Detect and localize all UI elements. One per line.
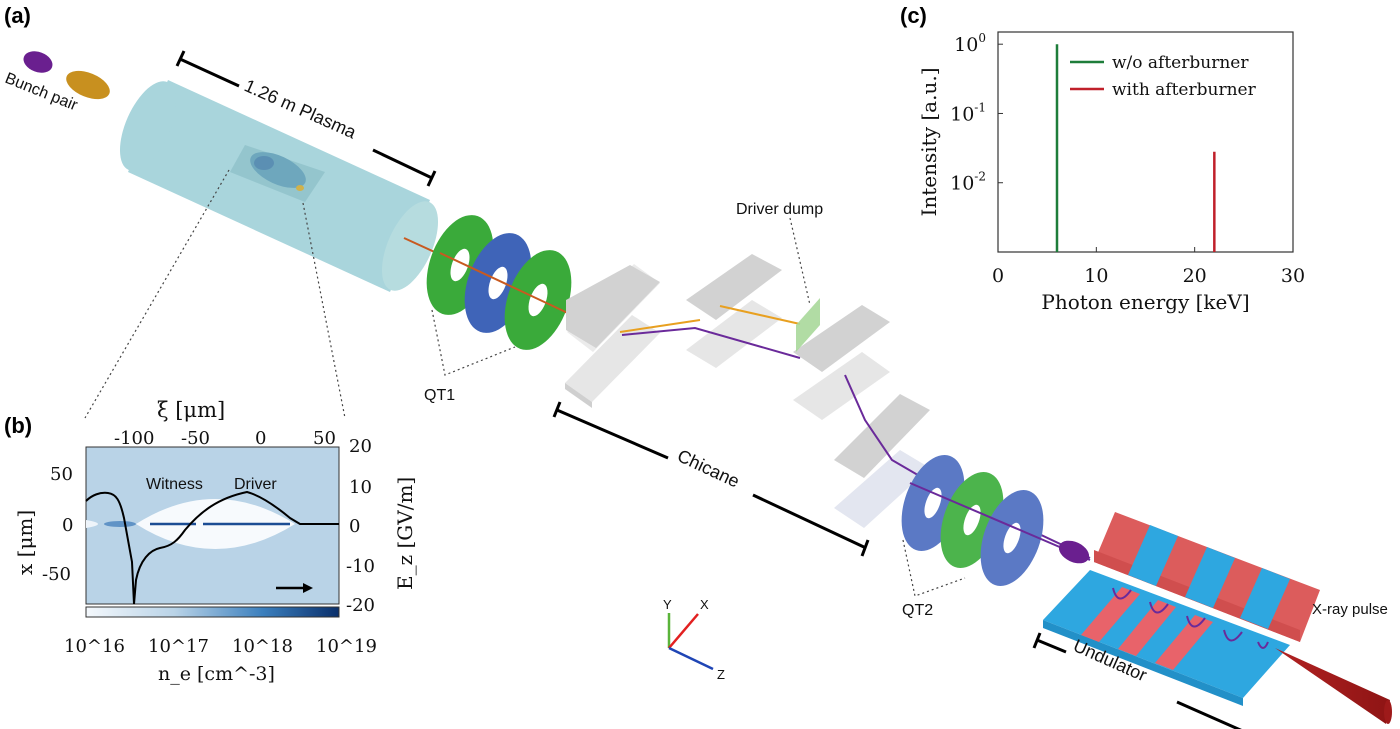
x-axis-title: Photon energy [keV] <box>1041 290 1249 314</box>
qt1-quadrupole-triplet <box>426 215 573 350</box>
ez-tick: -10 <box>346 556 375 577</box>
chicane-bracket <box>552 401 870 557</box>
colorbar-tick: 10^17 <box>148 636 209 657</box>
x-tick-label: 10 <box>1084 265 1108 287</box>
driver-annotation: Driver <box>234 476 277 493</box>
panel-a-label: (a) <box>4 3 31 28</box>
wakefield-plot: Witness Driver <box>85 446 340 618</box>
spectrum-chart: 0 10 20 30 100 10-1 10-2 w/o afterburner with af… <box>917 31 1305 314</box>
qt2-quadrupole-triplet <box>901 455 1091 586</box>
coordinate-axes: Y X Z <box>663 597 725 682</box>
xi-axis-label: ξ [μm] <box>157 398 225 422</box>
chicane-dipoles <box>565 254 930 528</box>
undulator <box>1043 512 1320 706</box>
plasma-length-bracket <box>175 50 437 187</box>
x-tick-label: 0 <box>992 265 1004 287</box>
xray-pulse-end <box>1384 700 1392 724</box>
z-axis-label: Z <box>717 667 725 682</box>
plot-frame <box>997 31 1294 253</box>
qt2-label: QT2 <box>902 602 933 619</box>
x-tick-label: 20 <box>1183 265 1207 287</box>
x-axis-icon <box>668 613 699 649</box>
driver-dump-icon <box>796 298 820 352</box>
ez-tick: 0 <box>349 516 360 537</box>
ez-field-curve <box>85 490 339 605</box>
ez-axis-title: E_z [GV/m] <box>393 477 417 590</box>
legend-label: with afterburner <box>1112 80 1257 100</box>
xray-pulse-icon <box>1275 648 1390 724</box>
driver-beam-path-2 <box>719 305 801 325</box>
colorbar-tick: 10^19 <box>316 636 377 657</box>
panel-c-label: (c) <box>900 3 927 28</box>
x-axis-title: x [μm] <box>13 510 37 575</box>
qt1-bracket <box>431 309 516 376</box>
xi-tick: -100 <box>114 428 154 449</box>
plasma-cell <box>119 80 439 292</box>
colorbar <box>85 606 340 618</box>
colorbar-tick: 10^18 <box>232 636 293 657</box>
witness-bunch-compressed-icon <box>1058 540 1090 564</box>
ez-tick: -20 <box>346 595 375 616</box>
z-axis-icon <box>668 646 714 671</box>
y-axis-title: Intensity [a.u.] <box>917 67 941 216</box>
xray-pulse-label: X-ray pulse <box>1312 601 1388 618</box>
y-tick-label: 100 <box>954 31 986 56</box>
x-tick: 50 <box>50 464 73 485</box>
colorbar-tick: 10^16 <box>64 636 125 657</box>
legend-label: w/o afterburner <box>1112 53 1249 73</box>
undulator-bracket <box>1032 632 1242 729</box>
driver-bunch-icon <box>66 70 110 100</box>
y-tick-label: 10-1 <box>950 100 986 125</box>
x-tick: 0 <box>62 515 73 536</box>
x-tick-label: 30 <box>1281 265 1305 287</box>
xi-tick: -50 <box>181 428 210 449</box>
witness-bunch-icon <box>23 51 53 73</box>
x-axis-label: X <box>700 597 709 612</box>
driver-dump-pointer <box>789 217 811 306</box>
ez-tick: 10 <box>349 477 372 498</box>
witness-beam-path <box>621 326 801 359</box>
chicane-label: Chicane <box>674 445 742 491</box>
inset-connector-right <box>302 202 346 419</box>
colorbar-title: n_e [cm^-3] <box>158 663 275 685</box>
qt1-label: QT1 <box>424 387 455 404</box>
witness-annotation: Witness <box>146 476 203 493</box>
driver-beam-path <box>619 319 701 333</box>
x-tick: -50 <box>42 564 71 585</box>
panel-b-label: (b) <box>4 413 32 438</box>
ez-tick: 20 <box>349 436 372 457</box>
xi-tick: 50 <box>313 428 336 449</box>
driver-dump-label: Driver dump <box>736 201 823 218</box>
y-axis-label: Y <box>663 597 672 612</box>
y-tick-label: 10-2 <box>950 170 986 195</box>
xi-tick: 0 <box>255 428 266 449</box>
